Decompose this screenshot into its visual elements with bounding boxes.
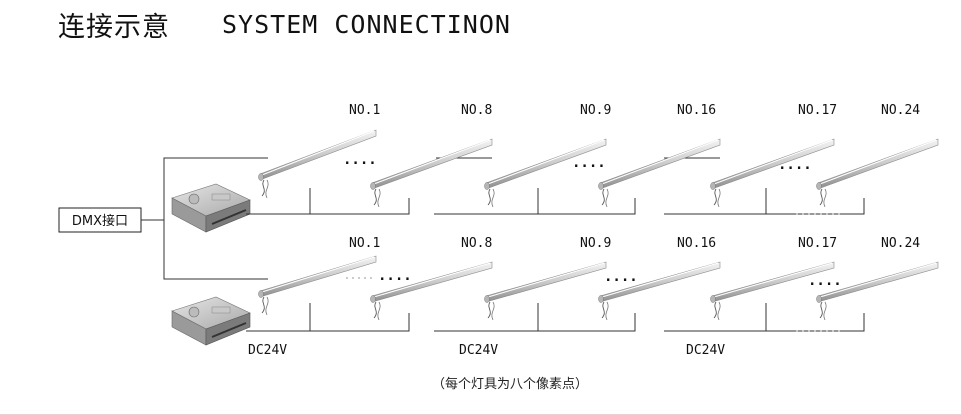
ellipsis: ....: [572, 155, 606, 171]
led-bar-fixture: [484, 261, 607, 321]
fixture-label: NO.9: [580, 236, 611, 251]
led-bar-fixture: [484, 138, 607, 208]
led-bar-fixture: [370, 138, 493, 208]
power-labels: DC24V DC24V DC24V: [248, 343, 725, 358]
fixture-label: NO.8: [461, 103, 492, 118]
fixture-label: NO.16: [677, 236, 716, 251]
signal-line-row-2: [163, 220, 268, 280]
fixture-label: NO.9: [580, 103, 611, 118]
led-bar-fixture: [710, 138, 835, 208]
dmx-label: DMX接口: [72, 213, 128, 229]
title-chinese: 连接示意: [58, 11, 170, 43]
ellipsis: ....: [378, 268, 412, 284]
fixture-labels-row-2: NO.1 NO.8 NO.9 NO.16 NO.17 NO.24: [349, 236, 920, 251]
fixtures: [258, 129, 939, 321]
dmx-box: [58, 207, 142, 233]
led-bar-fixture: [370, 261, 493, 321]
power-wiring: [246, 157, 865, 332]
signal-wiring: [141, 157, 268, 280]
led-bar-fixture: [258, 255, 377, 316]
fixture-label: NO.17: [798, 236, 837, 251]
power-supply-1: [171, 183, 251, 233]
ellipsis: ....: [778, 157, 812, 173]
title-english: SYSTEM CONNECTINON: [222, 9, 511, 39]
fixture-label: NO.24: [881, 236, 920, 251]
ellipsis: ....: [604, 269, 638, 285]
power-label: DC24V: [248, 343, 287, 358]
led-bar-fixture: [816, 138, 939, 208]
power-label: DC24V: [459, 343, 498, 358]
led-bar-fixture: [816, 261, 939, 321]
dmx-interface: DMX接口: [58, 207, 142, 233]
led-bar-fixture: [598, 261, 721, 321]
fixture-label: NO.1: [349, 103, 380, 118]
led-bar-fixture: [258, 129, 377, 199]
fixture-label: NO.1: [349, 236, 380, 251]
fixture-label: NO.8: [461, 236, 492, 251]
led-bar-fixture: [710, 261, 835, 321]
fixture-label: NO.24: [881, 103, 920, 118]
ellipsis-markers: .... .... .... .... .... ....: [343, 152, 842, 289]
ellipsis: ....: [808, 273, 842, 289]
fixture-label: NO.17: [798, 103, 837, 118]
power-supply-2: [171, 296, 251, 346]
fixture-labels-row-1: NO.1 NO.8 NO.9 NO.16 NO.17 NO.24: [349, 103, 920, 118]
power-label: DC24V: [686, 343, 725, 358]
pixel-note: （每个灯具为八个像素点）: [432, 376, 588, 392]
page-title: 连接示意 SYSTEM CONNECTINON: [58, 6, 511, 43]
dashed-gaps: [346, 213, 840, 332]
fixture-label: NO.16: [677, 103, 716, 118]
ellipsis: ....: [343, 152, 377, 168]
signal-line-row-1: [141, 157, 268, 221]
led-bar-fixture: [598, 138, 721, 208]
